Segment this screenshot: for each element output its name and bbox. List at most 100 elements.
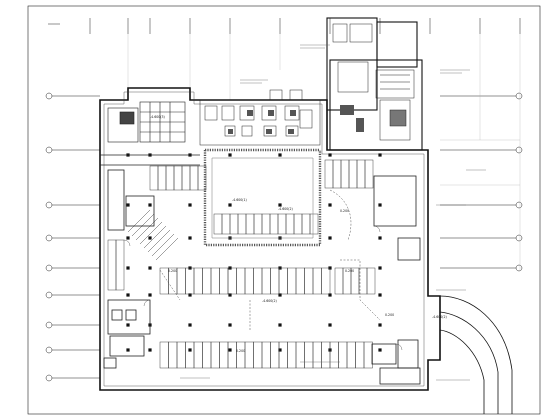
parking-bay	[185, 267, 195, 295]
parking-bay	[295, 267, 305, 295]
parking-bay	[278, 341, 288, 369]
north-annex	[326, 17, 423, 151]
label-top-parking: -4.600(3)	[150, 115, 165, 119]
label-slope-e: 0.200	[236, 349, 245, 353]
external-ramp	[439, 295, 513, 414]
inner-wall-line	[103, 91, 425, 387]
column	[126, 293, 130, 297]
column	[278, 293, 282, 297]
parking-bay	[355, 341, 365, 369]
grid-bubbles-left	[45, 92, 100, 382]
column	[228, 203, 232, 207]
parking-bay	[340, 159, 350, 189]
label-center-right: -4.600(2)	[278, 207, 293, 211]
parking-bay	[107, 239, 117, 291]
parking-bay	[221, 213, 231, 235]
parking-bay	[159, 341, 169, 369]
parking-bay	[253, 213, 263, 235]
parking-bay	[261, 341, 271, 369]
ramp-hatching	[127, 209, 179, 261]
column	[126, 203, 130, 207]
parking-bay	[338, 341, 348, 369]
parking-bay	[261, 213, 271, 235]
parking-bay	[295, 341, 305, 369]
column	[328, 203, 332, 207]
parking-bay	[227, 341, 237, 369]
parking-bay	[277, 213, 287, 235]
parking-bay	[245, 213, 255, 235]
parking-bay	[213, 213, 223, 235]
column	[188, 348, 192, 352]
parking-bay	[293, 213, 303, 235]
column	[126, 323, 130, 327]
parking-bay	[244, 267, 254, 295]
parking-bay	[324, 159, 334, 189]
column	[148, 203, 152, 207]
column	[126, 266, 130, 270]
column	[278, 323, 282, 327]
parking-bay	[269, 213, 279, 235]
structural-grid-lines	[127, 34, 521, 270]
parking-bay	[364, 159, 374, 189]
parking-bay	[287, 341, 297, 369]
interior-partitions	[100, 154, 421, 385]
column	[148, 293, 152, 297]
label-slope-b: 0.200	[168, 269, 177, 273]
parking-bay	[193, 341, 203, 369]
drive-lane-arrows	[159, 189, 381, 330]
column	[228, 153, 232, 157]
column	[188, 203, 192, 207]
parking-bay	[227, 267, 237, 295]
column	[278, 348, 282, 352]
parking-bay	[115, 239, 125, 291]
parking-bay	[312, 267, 322, 295]
parking-bay	[261, 267, 271, 295]
parking-bay	[193, 267, 203, 295]
parking-bay	[312, 341, 322, 369]
parking-bay	[287, 267, 297, 295]
parking-bay	[332, 159, 342, 189]
grid-ticks-top	[48, 18, 521, 34]
structural-columns	[126, 153, 382, 352]
column	[328, 236, 332, 240]
parking-bay	[348, 159, 358, 189]
circulation-loop-inner	[211, 157, 314, 239]
building-outline	[99, 87, 441, 391]
parking-bay	[253, 267, 263, 295]
column	[228, 293, 232, 297]
parking-bay	[176, 341, 186, 369]
parking-bay	[278, 267, 288, 295]
column	[148, 236, 152, 240]
parking-bay	[236, 341, 246, 369]
column	[328, 323, 332, 327]
column	[378, 153, 382, 157]
annotation-strokes	[180, 44, 486, 381]
parking-bay	[356, 159, 366, 189]
column	[278, 203, 282, 207]
annex-rooms	[332, 23, 415, 141]
column	[188, 323, 192, 327]
parking-bay	[304, 267, 314, 295]
column	[328, 293, 332, 297]
parking-bay	[237, 213, 247, 235]
label-bottom-right: -4.600(2)	[432, 315, 447, 319]
column	[378, 323, 382, 327]
column	[378, 203, 382, 207]
column	[188, 293, 192, 297]
column	[126, 236, 130, 240]
column	[378, 293, 382, 297]
parking-bay	[229, 213, 239, 235]
parking-bay	[270, 341, 280, 369]
parking-bay	[321, 267, 331, 295]
column	[188, 236, 192, 240]
parking-bay	[219, 267, 229, 295]
parking-bay	[210, 267, 220, 295]
parking-bay	[185, 341, 195, 369]
parking-bay	[346, 341, 356, 369]
parking-bay	[210, 341, 220, 369]
grid-bubbles-right	[440, 92, 523, 272]
parking-bay	[301, 213, 311, 235]
parking-bay	[176, 267, 186, 295]
